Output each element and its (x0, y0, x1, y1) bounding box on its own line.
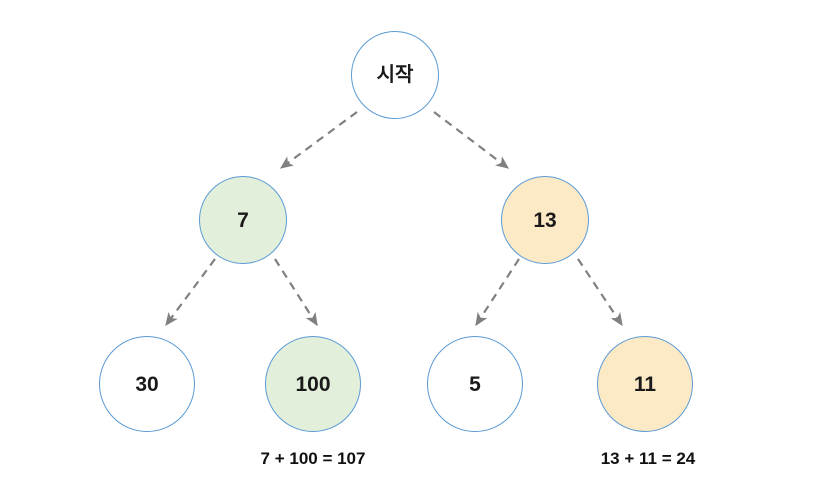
tree-node-root[interactable]: 시작 (351, 31, 439, 119)
node-label-30: 30 (135, 372, 159, 396)
node-label-13: 13 (533, 208, 557, 232)
node-label-5: 5 (469, 372, 481, 396)
tree-node-13[interactable]: 13 (501, 176, 589, 264)
edge-root-7 (279, 111, 358, 169)
sum-caption-left-text: 7 + 100 = 107 (260, 449, 366, 468)
edge-13-11 (577, 258, 623, 327)
edge-root-13 (433, 111, 510, 169)
sum-caption-right-text: 13 + 11 = 24 (600, 449, 696, 468)
sum-caption-left: 7 + 100 = 107 (163, 450, 463, 467)
node-label-100: 100 (295, 372, 331, 396)
tree-node-7[interactable]: 7 (199, 176, 287, 264)
sum-caption-right: 13 + 11 = 24 (498, 450, 798, 467)
edge-7-100 (274, 258, 318, 327)
edge-7-30 (165, 258, 216, 327)
tree-node-11[interactable]: 11 (597, 336, 693, 432)
tree-node-100[interactable]: 100 (265, 336, 361, 432)
edge-13-5 (475, 258, 520, 327)
tree-node-30[interactable]: 30 (99, 336, 195, 432)
tree-node-5[interactable]: 5 (427, 336, 523, 432)
node-label-7: 7 (237, 208, 249, 232)
node-label-11: 11 (633, 372, 657, 396)
node-label-root: 시작 (376, 64, 414, 86)
